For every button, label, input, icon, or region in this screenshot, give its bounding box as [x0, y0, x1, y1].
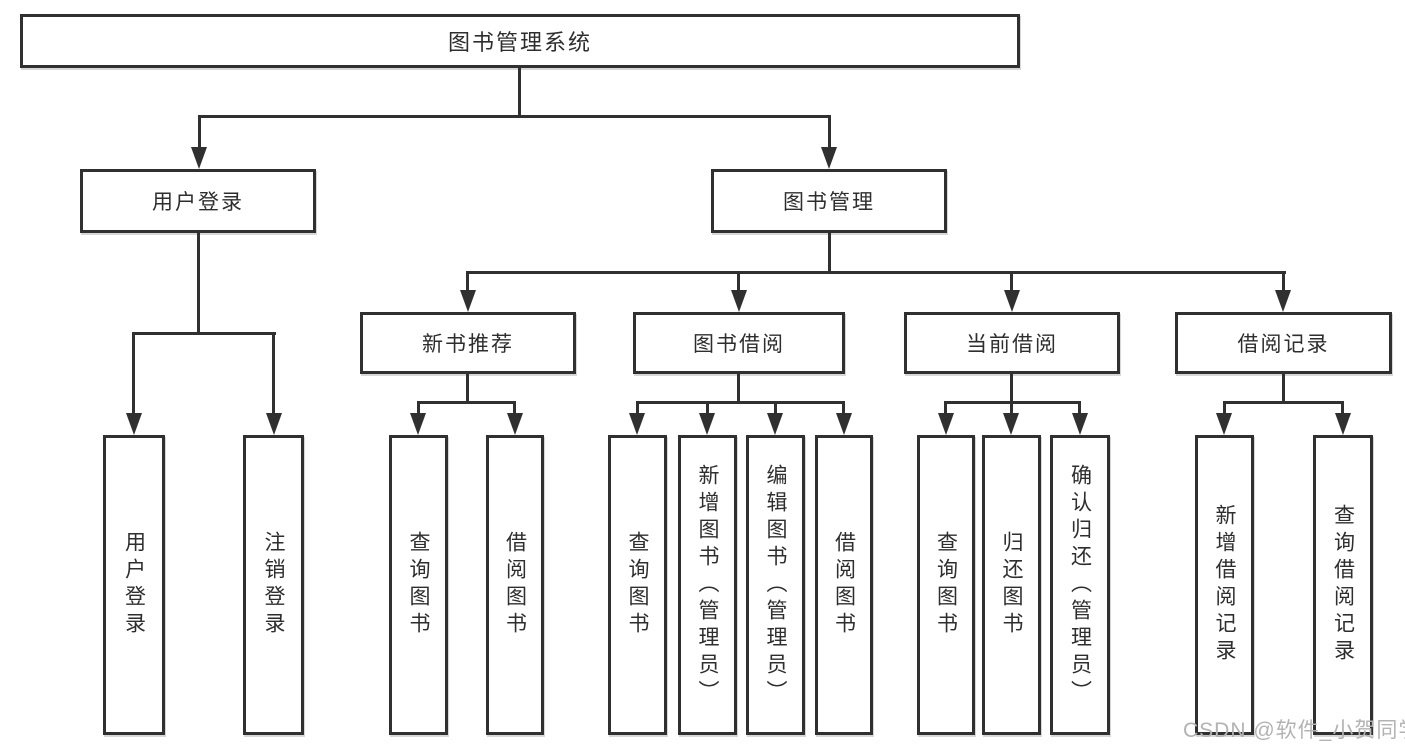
- leaf-edit-books-admin: 编辑图书（管理员）: [746, 435, 805, 735]
- connector-line: [132, 332, 135, 415]
- connector-line: [828, 115, 831, 149]
- node-new-book-recommendation: 新书推荐: [360, 312, 576, 374]
- connector-line: [1010, 271, 1013, 292]
- connector-line: [737, 271, 740, 292]
- leaf-add-books-admin: 新增图书（管理员）: [678, 435, 737, 735]
- leaf-label: 查询借阅记录: [1331, 504, 1355, 666]
- leaf-label: 注销登录: [262, 531, 285, 639]
- connector-line: [466, 374, 469, 404]
- leaf-label: 确认归还（管理员）: [1068, 463, 1092, 707]
- node-label: 图书管理: [783, 191, 875, 214]
- leaf-label: 编辑图书（管理员）: [764, 463, 787, 707]
- arrow-down-icon: [191, 147, 207, 169]
- leaf-label: 新增借阅记录: [1213, 504, 1236, 666]
- leaf-label: 归还图书: [1000, 531, 1023, 639]
- connector-line: [198, 115, 831, 118]
- node-label: 图书管理系统: [447, 30, 592, 55]
- connector-line: [737, 374, 740, 404]
- leaf-label: 查询图书: [407, 531, 430, 639]
- leaf-label: 借阅图书: [832, 531, 856, 639]
- connector-line: [133, 332, 276, 335]
- connector-line: [466, 271, 469, 292]
- connector-line: [706, 401, 709, 415]
- arrow-down-icon: [821, 147, 837, 169]
- arrow-down-icon: [410, 413, 426, 435]
- connector-line: [198, 115, 201, 149]
- node-label: 图书借阅: [693, 333, 785, 356]
- connector-line: [1078, 401, 1081, 415]
- leaf-query-books-borrowing: 查询图书: [608, 435, 667, 735]
- leaf-label: 查询图书: [934, 531, 958, 639]
- leaf-label: 用户登录: [122, 531, 146, 639]
- connector-line: [1282, 374, 1285, 404]
- connector-line: [1010, 401, 1013, 415]
- connector-line: [636, 401, 845, 404]
- node-label: 用户登录: [152, 191, 244, 214]
- leaf-query-books-recommend: 查询图书: [389, 435, 448, 735]
- leaf-return-books: 归还图书: [982, 435, 1041, 735]
- connector-line: [828, 233, 831, 274]
- node-current-borrowing: 当前借阅: [904, 312, 1120, 374]
- connector-line: [774, 401, 777, 415]
- arrow-down-icon: [1216, 413, 1232, 435]
- leaf-query-borrow-record: 查询借阅记录: [1313, 435, 1373, 735]
- node-book-management: 图书管理: [711, 169, 947, 233]
- node-label: 新书推荐: [422, 333, 514, 356]
- node-label: 当前借阅: [966, 333, 1058, 356]
- arrow-down-icon: [1275, 290, 1291, 312]
- leaf-label: 借阅图书: [503, 531, 527, 639]
- connector-line: [272, 332, 275, 415]
- node-borrowing-records: 借阅记录: [1175, 312, 1392, 374]
- node-label: 借阅记录: [1237, 333, 1330, 356]
- arrow-down-icon: [767, 413, 783, 435]
- leaf-confirm-return-admin: 确认归还（管理员）: [1050, 435, 1110, 735]
- arrow-down-icon: [629, 413, 645, 435]
- leaf-label: 查询图书: [626, 531, 649, 639]
- node-library-management-system: 图书管理系统: [20, 14, 1020, 68]
- connector-line: [944, 401, 947, 415]
- leaf-add-borrow-record: 新增借阅记录: [1195, 435, 1254, 735]
- connector-line: [842, 401, 845, 415]
- arrow-down-icon: [460, 290, 476, 312]
- arrow-down-icon: [507, 413, 523, 435]
- connector-line: [467, 271, 1286, 274]
- connector-line: [1282, 271, 1285, 292]
- leaf-query-books-current: 查询图书: [917, 435, 975, 735]
- connector-line: [417, 401, 516, 404]
- connector-line: [636, 401, 639, 415]
- connector-line: [1010, 374, 1013, 404]
- connector-line: [1341, 401, 1344, 415]
- arrow-down-icon: [1335, 413, 1351, 435]
- arrow-down-icon: [938, 413, 954, 435]
- connector-line: [197, 233, 200, 335]
- node-user-login: 用户登录: [80, 169, 316, 233]
- arrow-down-icon: [1003, 413, 1019, 435]
- connector-line: [1223, 401, 1226, 415]
- leaf-label: 新增图书（管理员）: [696, 463, 719, 707]
- connector-line: [945, 401, 1081, 404]
- arrow-down-icon: [836, 413, 852, 435]
- connector-line: [518, 68, 521, 118]
- arrow-down-icon: [1004, 290, 1020, 312]
- leaf-borrow-books: 借阅图书: [815, 435, 873, 735]
- leaf-borrow-books-recommend: 借阅图书: [486, 435, 544, 735]
- arrow-down-icon: [699, 413, 715, 435]
- leaf-user-login: 用户登录: [103, 435, 165, 735]
- arrow-down-icon: [731, 290, 747, 312]
- watermark-text: CSDN @软件_小贺同学: [1183, 719, 1405, 742]
- arrow-down-icon: [266, 413, 282, 435]
- connector-line: [513, 401, 516, 415]
- leaf-logout: 注销登录: [243, 435, 304, 735]
- connector-line: [1223, 401, 1344, 404]
- connector-line: [417, 401, 420, 415]
- arrow-down-icon: [126, 413, 142, 435]
- arrow-down-icon: [1072, 413, 1088, 435]
- node-book-borrowing: 图书借阅: [633, 312, 845, 374]
